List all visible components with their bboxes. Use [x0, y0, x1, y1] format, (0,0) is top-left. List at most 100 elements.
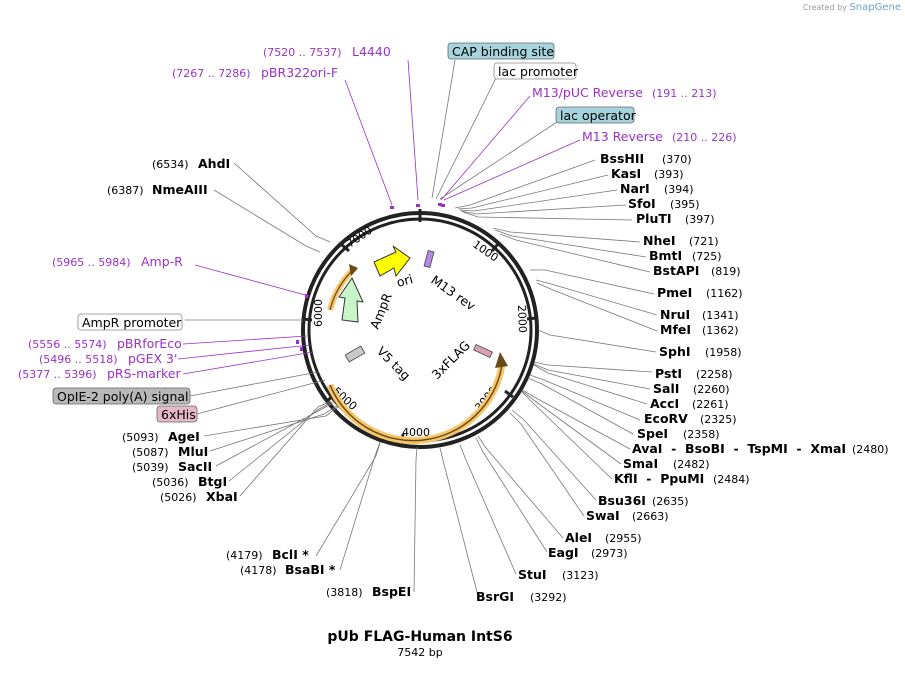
boxed-features: CAP binding site lac promoter lac operat… [52, 42, 637, 423]
ori-label: ori [395, 271, 415, 290]
leader-lines-right [439, 159, 658, 597]
enzyme-pos: (2325) [700, 413, 737, 426]
feature-name: pBRforEco [117, 336, 182, 351]
enzyme-name: BssHII [600, 151, 644, 166]
opie2-polya-label: OpIE-2 poly(A) signal [57, 389, 189, 404]
v5-marker [344, 345, 366, 363]
ints6-cds-arrow [329, 364, 503, 442]
lac-operator-label: lac operator [560, 108, 637, 123]
enzyme-name: KflI - PpuMI [614, 471, 704, 486]
features-top: (7520 .. 7537) L4440 (7267 .. 7286) pBR322… [172, 44, 737, 144]
enzyme-name: NruI [660, 307, 690, 322]
cap-binding-site-label: CAP binding site [452, 44, 554, 59]
enzyme-name: PluTI [636, 211, 672, 226]
enzyme-name: AhdI [198, 156, 230, 171]
enzyme-pos: (6534) [152, 158, 189, 171]
enzyme-pos: (395) [670, 198, 700, 211]
enzyme-pos: (2258) [696, 368, 733, 381]
enzyme-name: EcoRV [644, 411, 688, 426]
his-box [156, 405, 198, 423]
enzyme-pos: (2480) [852, 443, 889, 456]
feature-pos: (7267 .. 7286) [172, 67, 251, 80]
feature-pos: (7520 .. 7537) [263, 46, 342, 59]
enzyme-pos: (725) [692, 250, 722, 263]
enzyme-name: Bsu36I [598, 493, 646, 508]
enzyme-name: KasI [611, 166, 641, 181]
m13-rev-marker [423, 250, 435, 268]
ampr-promoter-box [77, 313, 183, 331]
enzyme-pos: (2635) [652, 495, 689, 508]
enzyme-pos: (819) [711, 265, 741, 278]
enzyme-pos: (370) [662, 153, 692, 166]
enzyme-name: XbaI [206, 489, 238, 504]
enzyme-name: NmeAIII [152, 182, 208, 197]
feature-name: M13 Reverse [582, 129, 663, 144]
enzyme-pos: (5093) [122, 431, 159, 444]
enzyme-pos: (3123) [562, 569, 599, 582]
primer-markers [296, 203, 445, 351]
enzymes-right: BssHII (370) KasI (393) NarI (394) SfoI (395… [476, 151, 889, 604]
enzyme-pos: (2973) [591, 547, 628, 560]
ori-arrow [373, 245, 411, 278]
enzyme-name: NarI [620, 181, 650, 196]
enzyme-pos: (2484) [713, 473, 750, 486]
flag-label: 3xFLAG [429, 338, 473, 382]
enzyme-pos: (2358) [683, 428, 720, 441]
enzyme-pos: (2955) [605, 532, 642, 545]
enzyme-pos: (2261) [692, 398, 729, 411]
enzyme-pos: (5039) [132, 461, 169, 474]
feature-name: L4440 [352, 44, 391, 59]
feature-name: Amp-R [141, 254, 183, 269]
ints6-cds-arrowhead [495, 352, 508, 368]
enzyme-pos: (2260) [693, 383, 730, 396]
enzyme-name: SwaI [586, 508, 620, 523]
enzyme-name: AgeI [168, 429, 200, 444]
leader-lines-boxes [185, 59, 561, 415]
enzyme-name: SpeI [637, 426, 668, 441]
m13-rev-label: M13 rev [428, 272, 479, 314]
feature-name: pBR322ori-F [261, 65, 338, 80]
credit-prefix: Created by [802, 3, 847, 12]
flag-marker [473, 343, 493, 359]
lac-operator-box [555, 106, 635, 124]
lac-promoter-box [493, 62, 577, 80]
enzyme-pos: (1958) [705, 346, 742, 359]
enzymes-left: (6534)AhdI (6387)NmeAIII (5093)AgeI (508… [107, 156, 411, 599]
feature-pos: (5556 .. 5574) [28, 338, 107, 351]
enzyme-name: BmtI [649, 248, 682, 263]
enzyme-name: BtgI [198, 474, 227, 489]
enzyme-pos: (1341) [702, 309, 739, 322]
enzyme-pos: (3292) [530, 591, 567, 604]
enzyme-name: BspEI [372, 584, 411, 599]
lac-promoter-label: lac promoter [498, 64, 579, 79]
enzyme-pos: (394) [664, 183, 694, 196]
enzyme-pos: (397) [685, 213, 715, 226]
enzyme-pos: (2482) [673, 458, 710, 471]
enzyme-name: BstAPI [653, 263, 699, 278]
enzyme-name: AleI [565, 530, 592, 545]
enzyme-name: SfoI [628, 196, 656, 211]
backbone-outer [301, 211, 539, 449]
enzyme-pos: (393) [654, 168, 684, 181]
feature-name: pRS-marker [107, 366, 182, 381]
enzyme-pos: (3818) [326, 586, 363, 599]
6xhis-label: 6xHis [161, 407, 196, 422]
ampr-promoter-label: AmpR promoter [82, 315, 182, 330]
enzyme-pos: (5036) [152, 476, 189, 489]
v5-label: V5 tag [374, 344, 414, 384]
enzyme-pos: (1362) [702, 324, 739, 337]
cap-box [447, 42, 555, 60]
features-left: (5965 .. 5984)Amp-R (5556 .. 5574)pBRfor… [18, 254, 183, 381]
enzyme-pos: (4178) [240, 564, 277, 577]
enzyme-pos: (5026) [160, 491, 197, 504]
plasmid-size: 7542 bp [397, 646, 442, 659]
enzyme-name: AccI [650, 396, 679, 411]
feature-pos: (210 .. 226) [672, 131, 737, 144]
tick-2000: 2000 [515, 305, 529, 333]
enzyme-name: SmaI [623, 456, 658, 471]
enzyme-name: SalI [653, 381, 679, 396]
snapgene-logo-text: SnapGene [849, 2, 901, 13]
enzyme-name: PmeI [657, 285, 692, 300]
opie2-box [52, 387, 191, 405]
